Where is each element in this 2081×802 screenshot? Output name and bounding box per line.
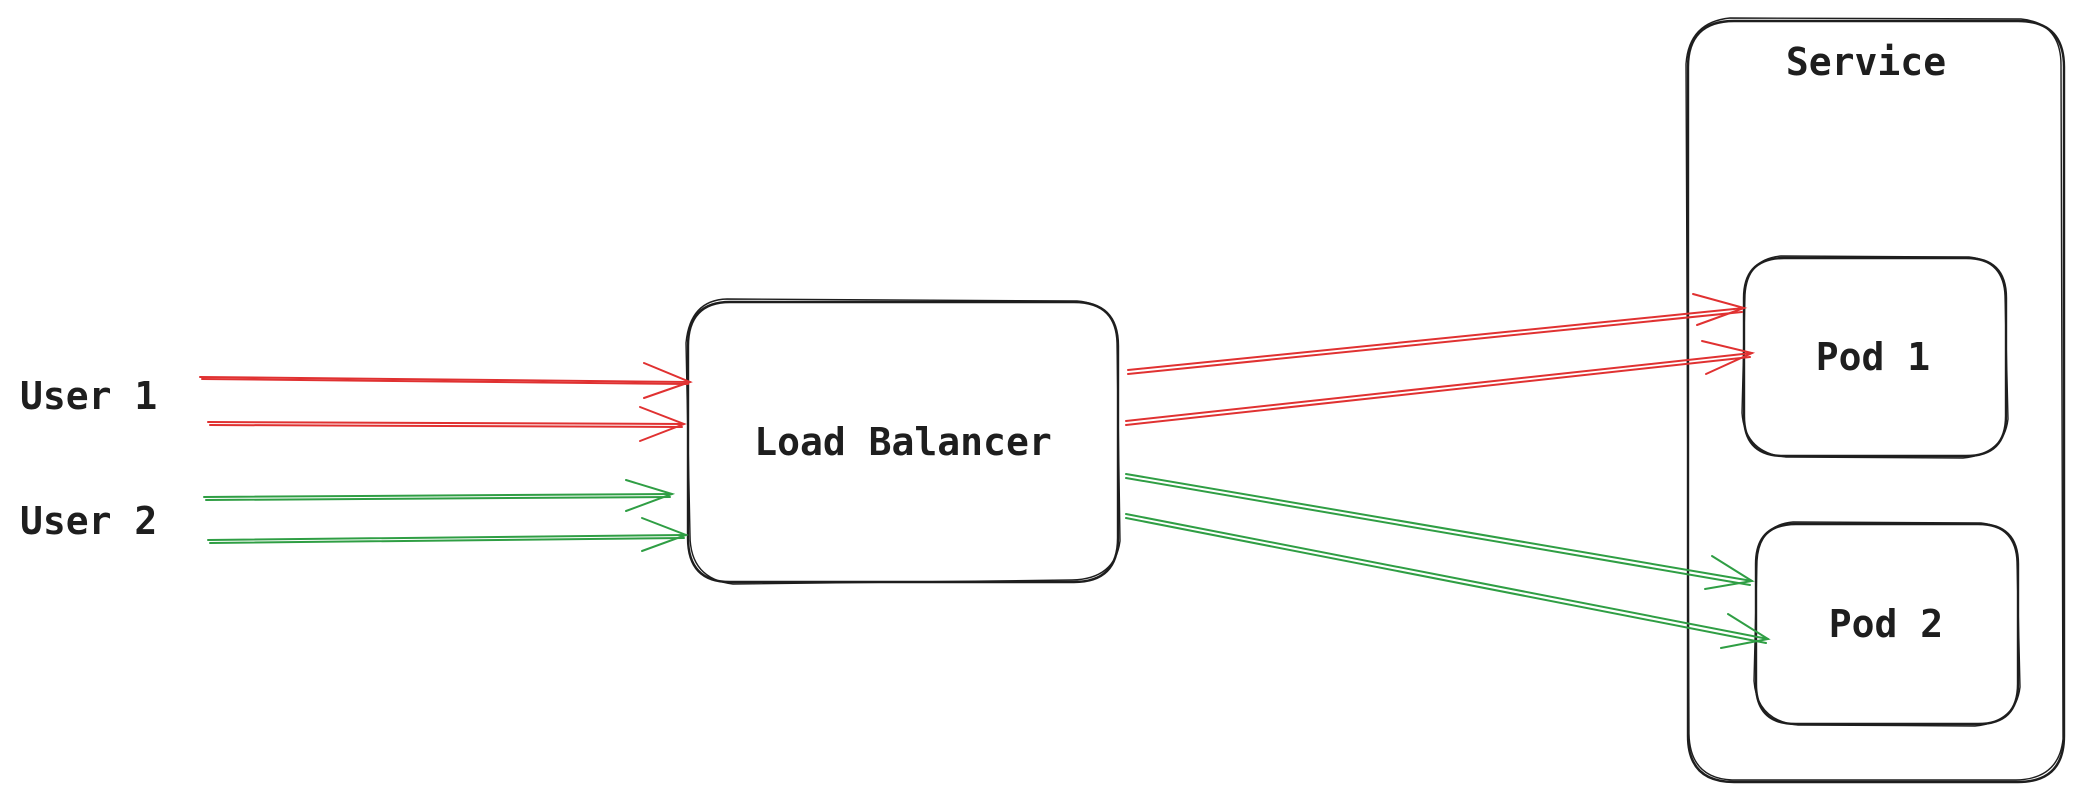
- arrow-user2-lb-1: [203, 479, 676, 512]
- arrow-user1-lb-1: [199, 362, 693, 399]
- pod1-node[interactable]: Pod 1: [1741, 255, 2009, 459]
- lb-to-pod2-arrows: [1125, 473, 1771, 649]
- user2-label: User 2: [20, 499, 157, 543]
- service-container[interactable]: Service: [1685, 17, 2066, 784]
- load-balancer-node[interactable]: Load Balancer: [685, 298, 1121, 585]
- arrow-lb-pod1-2: [1125, 340, 1756, 426]
- lb-to-pod1-arrows: [1125, 293, 1756, 426]
- pod2-node[interactable]: Pod 2: [1753, 521, 2021, 727]
- arrow-lb-pod1-1: [1127, 293, 1748, 375]
- user2-arrows: [203, 479, 689, 552]
- user1-label: User 1: [20, 374, 157, 418]
- arrow-lb-pod2-2: [1125, 513, 1771, 649]
- pod2-label: Pod 2: [1829, 602, 1943, 646]
- load-balancer-label: Load Balancer: [754, 420, 1051, 464]
- arrow-lb-pod2-1: [1125, 473, 1755, 590]
- arrow-user2-lb-2: [207, 517, 689, 552]
- arrow-user1-lb-2: [207, 406, 687, 442]
- pod1-label: Pod 1: [1816, 335, 1930, 379]
- service-label: Service: [1786, 40, 1946, 84]
- user1-arrows: [199, 362, 693, 442]
